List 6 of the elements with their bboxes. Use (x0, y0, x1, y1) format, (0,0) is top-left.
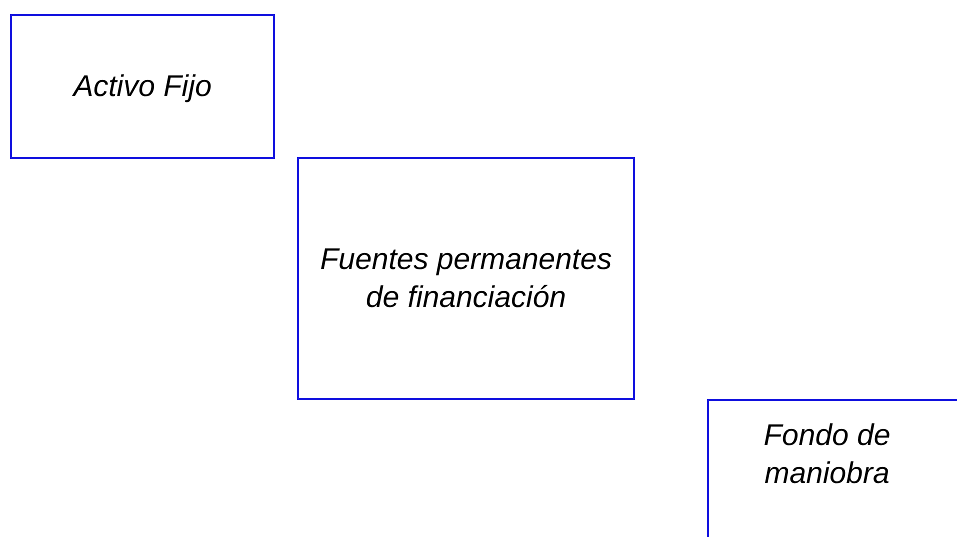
box-label: Activo Fijo (73, 68, 212, 104)
text-box (297, 157, 635, 400)
text-box (707, 399, 957, 537)
text-box (10, 14, 275, 159)
box-label: Fuentes permanentes de financiación (319, 242, 613, 316)
box-label: Fondo de maniobra (762, 418, 892, 492)
